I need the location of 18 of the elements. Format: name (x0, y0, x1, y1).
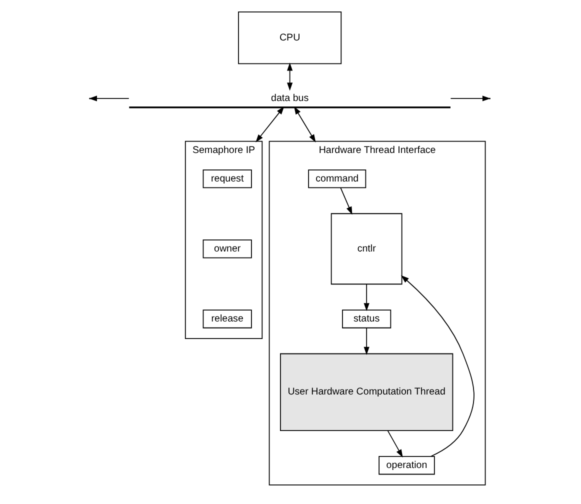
node-box: cntlr (330, 213, 402, 285)
node-box: release (202, 310, 252, 328)
arrow (255, 106, 284, 142)
arrow (363, 284, 369, 312)
node-box: CPU (238, 11, 342, 64)
arrow (294, 106, 316, 142)
node-box: request (202, 169, 252, 188)
arrow (400, 275, 474, 457)
node-box: owner (202, 240, 252, 258)
node-box: command (308, 169, 366, 188)
arrow (386, 430, 402, 458)
arrow (363, 328, 369, 355)
node-box: operation (378, 456, 434, 475)
arrow (340, 187, 352, 215)
node-box: status (342, 310, 391, 328)
node-box: User Hardware Computation Thread (280, 353, 453, 431)
arrow (286, 62, 292, 91)
node-text: data bus (270, 92, 308, 104)
